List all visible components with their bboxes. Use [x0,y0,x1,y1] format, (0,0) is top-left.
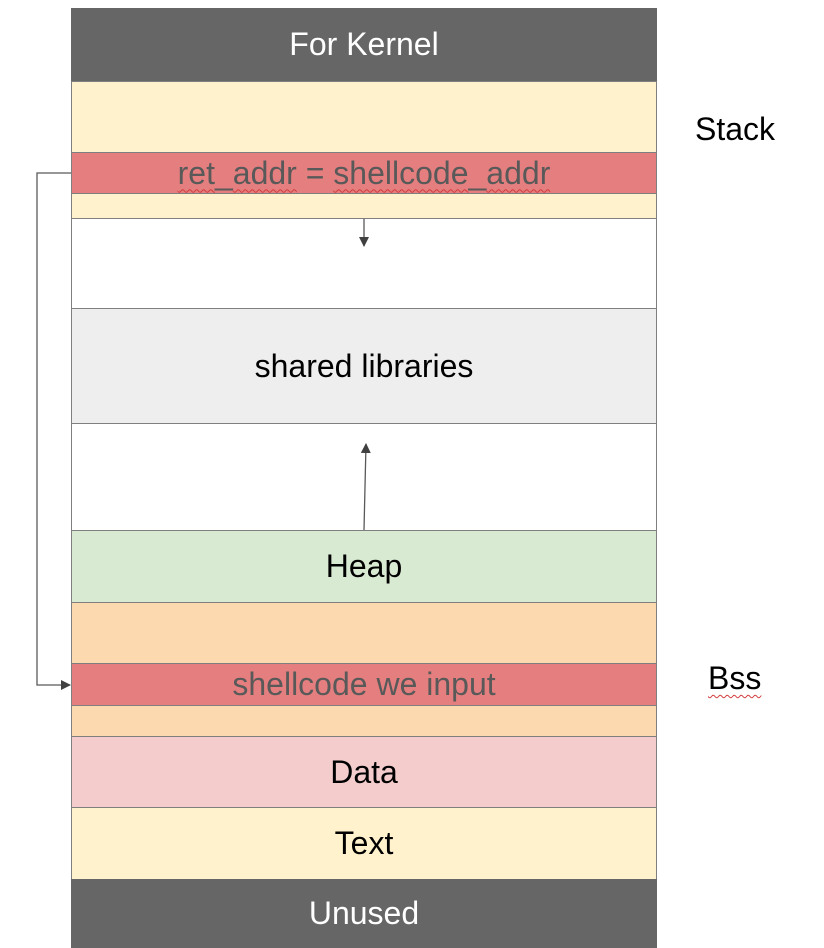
data-segment: Data [71,736,657,808]
shellcode-segment: shellcode we input [71,663,657,706]
heap-label: Heap [325,548,403,584]
bss-side-label: Bss [708,660,762,696]
stack-side-label: Stack [695,111,776,147]
shellcode-word: shellcode [333,154,469,191]
equals-sign: = [296,154,334,191]
shared-libraries-label: shared libraries [254,347,474,384]
text-label: Text [334,825,394,861]
underscore-1: _ [214,154,233,191]
ret-to-shellcode-arrow [36,172,71,690]
shellcode-addr-word: addr [486,154,551,191]
data-label: Data [330,753,398,790]
heap-segment: Heap [71,530,657,603]
unused-segment: Unused [71,879,657,948]
shellcode-label: shellcode we input [232,666,496,702]
unused-label: Unused [308,895,420,931]
ret-addr-segment: ret_addr = shellcode_addr [71,152,657,194]
shared-libraries-segment: shared libraries [71,308,657,424]
kernel-label: For Kernel [289,26,439,62]
kernel-segment: For Kernel [71,8,657,81]
underscore-2: _ [468,154,487,191]
ret-addr-label: ret_addr = shellcode_addr [178,155,551,192]
heap-growth-arrow [360,443,371,531]
ret-word: ret [177,154,215,191]
addr-word: addr [232,154,297,191]
